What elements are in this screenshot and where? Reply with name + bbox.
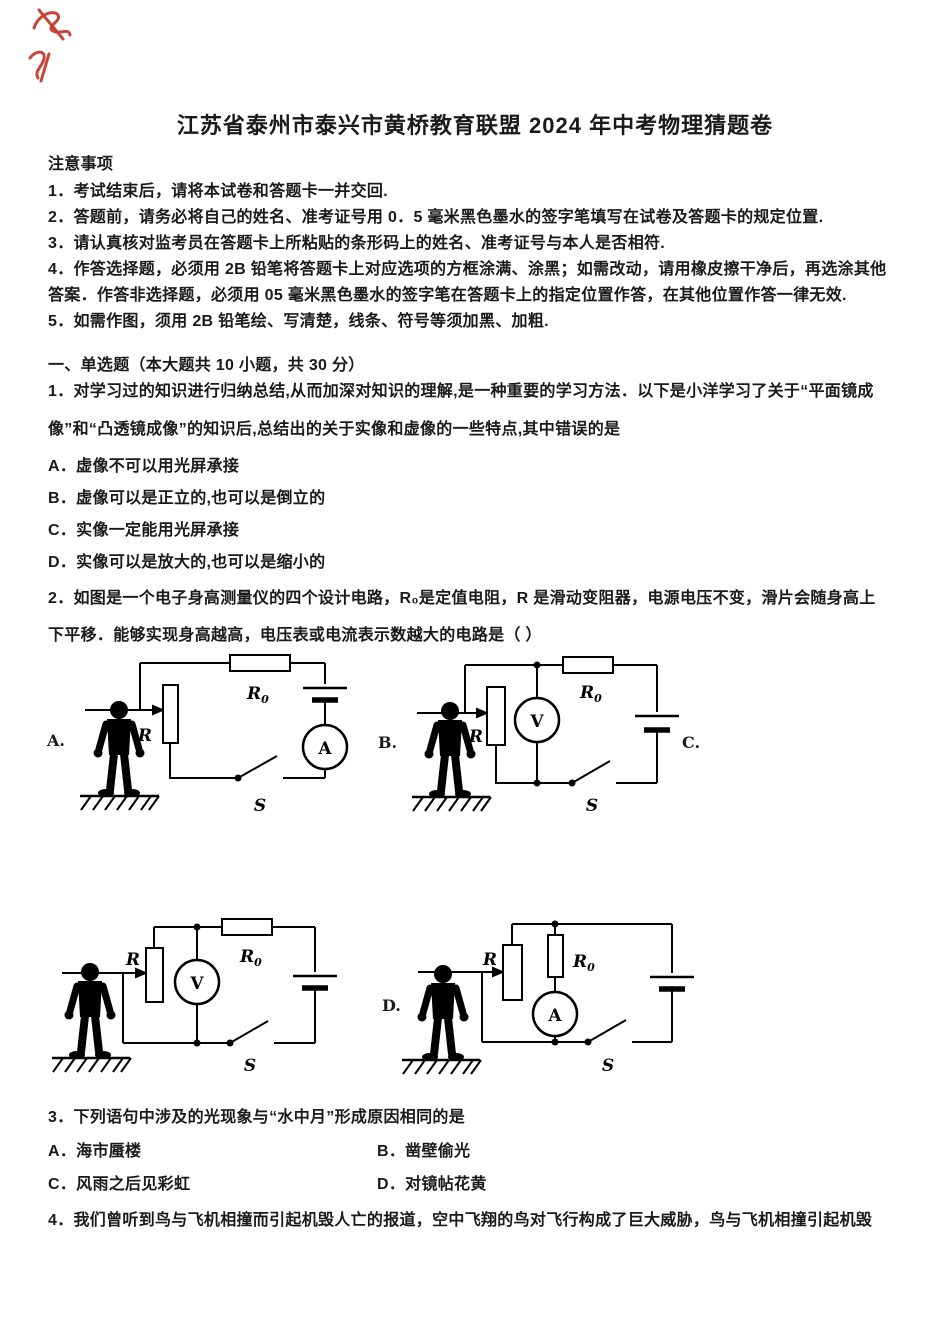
circuit-option-label-a: A. bbox=[47, 731, 65, 750]
voltmeter-letter: V bbox=[529, 712, 544, 732]
ground-symbol bbox=[412, 795, 492, 812]
rheostat-label: R bbox=[125, 950, 140, 970]
ground-symbol bbox=[52, 1056, 132, 1073]
q3-option-b: B．凿壁偷光 bbox=[377, 1143, 471, 1160]
q1-option-c: C．实像一定能用光屏承接 bbox=[48, 522, 240, 539]
circuit-figure-c: V R R0 S bbox=[52, 918, 337, 1076]
red-pen-mark-2 bbox=[28, 50, 46, 80]
circuit-figure-d: A R R0 S bbox=[402, 920, 694, 1076]
rheostat-label: R bbox=[468, 727, 483, 747]
circuit-option-label-c: C. bbox=[682, 733, 701, 752]
slider-arrowhead bbox=[135, 967, 148, 979]
person-figure bbox=[418, 965, 469, 1061]
fixed-resistor-symbol bbox=[229, 654, 291, 672]
ammeter-symbol bbox=[301, 723, 349, 771]
switch-label: S bbox=[586, 796, 598, 816]
note-line-2: 2．答题前，请务必将自己的姓名、准考证号用 0．5 毫米黑色墨水的签字笔填写在试… bbox=[48, 209, 824, 226]
q3-stem: 3．下列语句中涉及的光现象与“水中月”形成原因相同的是 bbox=[48, 1109, 465, 1126]
ground-symbol bbox=[80, 794, 160, 811]
switch-lever bbox=[237, 755, 278, 779]
slider-arrowhead bbox=[492, 966, 505, 978]
rheostat-symbol bbox=[502, 944, 523, 1001]
voltmeter-symbol bbox=[173, 958, 221, 1006]
slider-arrowhead bbox=[476, 707, 489, 719]
note-line-4: 4．作答选择题，必须用 2B 铅笔将答题卡上对应选项的方框涂满、涂黑；如需改动，… bbox=[48, 261, 887, 278]
fixed-resistor-label: R0 bbox=[246, 684, 269, 706]
fixed-resistor-symbol bbox=[547, 934, 564, 978]
page-title: 江苏省泰州市泰兴市黄桥教育联盟 2024 年中考物理猜题卷 bbox=[176, 113, 774, 138]
rheostat-label: R bbox=[482, 950, 497, 970]
rheostat-label: R bbox=[137, 726, 152, 746]
q4-stem-line1: 4．我们曾听到鸟与飞机相撞而引起机毁人亡的报道，空中飞翔的鸟对飞行构成了巨大威胁… bbox=[48, 1212, 873, 1229]
circuit-figure-a: A R R0 S bbox=[80, 654, 349, 816]
voltmeter-symbol bbox=[513, 696, 561, 744]
circuit-option-label-b: B. bbox=[378, 733, 398, 752]
fixed-resistor-symbol bbox=[221, 918, 273, 936]
fixed-resistor-label: R0 bbox=[239, 947, 262, 969]
switch-label: S bbox=[602, 1056, 614, 1076]
switch-lever bbox=[587, 1019, 627, 1043]
q2-stem-line2: 下平移．能够实现身高越高，电压表或电流表示数越大的电路是（ ） bbox=[48, 627, 542, 644]
circuit-figure-b: V R R0 S bbox=[412, 656, 679, 816]
q1-stem-line2: 像”和“凸透镜成像”的知识后,总结出的关于实像和虚像的一些特点,其中错误的是 bbox=[48, 421, 621, 438]
q1-option-d: D．实像可以是放大的,也可以是缩小的 bbox=[48, 554, 326, 571]
fixed-resistor-label: R0 bbox=[572, 952, 595, 974]
notes-heading: 注意事项 bbox=[48, 156, 114, 173]
q3-option-d: D．对镜帖花黄 bbox=[377, 1176, 487, 1193]
slider-arrowhead bbox=[152, 704, 165, 716]
circuit-option-label-d: D. bbox=[382, 996, 401, 1015]
voltmeter-letter: V bbox=[189, 974, 204, 994]
switch-lever bbox=[229, 1020, 269, 1044]
red-pen-marks bbox=[28, 8, 72, 83]
q3-option-c: C．风雨之后见彩虹 bbox=[48, 1176, 191, 1193]
rheostat-symbol bbox=[486, 686, 506, 746]
switch-label: S bbox=[244, 1056, 256, 1076]
person-figure bbox=[94, 701, 145, 797]
rheostat-symbol bbox=[162, 684, 179, 744]
person-figure bbox=[425, 702, 476, 798]
fixed-resistor-symbol bbox=[562, 656, 614, 674]
switch-label: S bbox=[254, 796, 266, 816]
note-line-5: 答案．作答非选择题，必须用 05 毫米黑色墨水的签字笔在答题卡上的指定位置作答，… bbox=[48, 287, 847, 304]
ground-symbol bbox=[402, 1058, 482, 1075]
note-line-6: 5．如需作图，须用 2B 铅笔绘、写清楚，线条、符号等须加黑、加粗. bbox=[48, 313, 549, 330]
q1-option-b: B．虚像可以是正立的,也可以是倒立的 bbox=[48, 490, 326, 507]
red-pen-mark-1 bbox=[32, 11, 72, 37]
q1-option-a: A．虚像不可以用光屏承接 bbox=[48, 458, 240, 475]
person-figure bbox=[65, 963, 116, 1059]
ammeter-letter: A bbox=[547, 1006, 562, 1026]
q2-stem-line1: 2．如图是一个电子身高测量仪的四个设计电路，R₀是定值电阻，R 是滑动变阻器，电… bbox=[48, 590, 876, 607]
red-pen-mark-2b bbox=[39, 52, 51, 83]
note-line-3: 3．请认真核对监考员在答题卡上所粘贴的条形码上的姓名、准考证号与本人是否相符. bbox=[48, 235, 666, 252]
ammeter-symbol bbox=[531, 990, 579, 1038]
q1-stem-line1: 1．对学习过的知识进行归纳总结,从而加深对知识的理解,是一种重要的学习方法．以下… bbox=[48, 383, 874, 400]
red-pen-mark-1b bbox=[37, 8, 65, 41]
fixed-resistor-label: R0 bbox=[579, 683, 602, 705]
note-line-1: 1．考试结束后，请将本试卷和答题卡一并交回. bbox=[48, 183, 388, 200]
q3-option-a: A．海市蜃楼 bbox=[48, 1143, 142, 1160]
ammeter-letter: A bbox=[317, 739, 332, 759]
section-heading: 一、单选题（本大题共 10 小题，共 30 分） bbox=[48, 357, 365, 374]
rheostat-symbol bbox=[145, 947, 164, 1003]
switch-lever bbox=[571, 760, 611, 784]
